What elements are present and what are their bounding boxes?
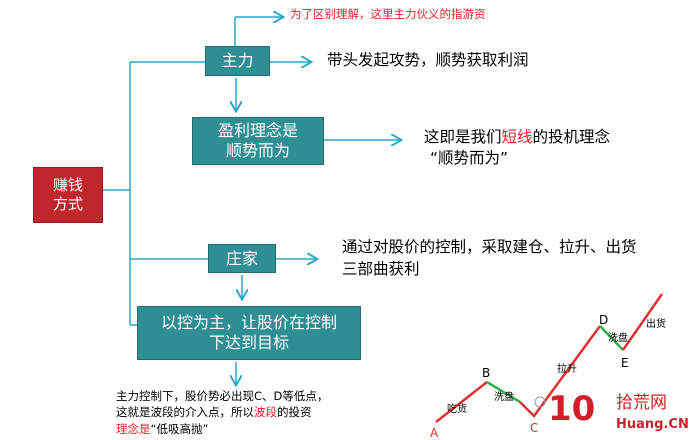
watermark: 10 拾荒网 Huang.CN [534,386,694,432]
bottom-note-line2-post: 的投资 [277,405,312,420]
profit-concept-line1: 盈利理念是 [217,121,298,140]
zhuli-description: 带头发起攻势，顺势获取利润 [327,51,529,69]
profit-description: 这即是我们短线的投机理念 “顺势而为” [424,127,610,169]
label-xipan-1: 洗盘 [494,390,514,403]
zhuangjia-desc-line2: 三部曲获利 [342,260,420,279]
profit-desc-pre: 这即是我们 [424,128,502,146]
bottom-note: 主力控制下，股价势必出现C、D等低点， 这就是波段的介入点，所以波段的投资 理念… [116,388,328,437]
root-node-earn-money: 赚钱 方式 [33,167,103,223]
bottom-note-line3-post: “低吸高抛” [150,421,209,436]
label-c: C [530,421,538,435]
node-control: 以控为主，让股价在控制 下达到目标 [137,306,361,360]
control-line2: 下达到目标 [208,333,289,352]
path-seg-d-e [599,325,624,351]
top-note: 为了区别理解，这里主力伙义的指游资 [290,7,486,21]
path-seg-a-b [435,381,488,423]
watermark-brand: 拾荒网 [616,393,667,413]
path-seg-e-up [621,293,664,351]
label-b: B [482,366,490,380]
bottom-note-line1: 主力控制下，股价势必出现C、D等低点， [116,389,329,403]
label-lasheng: 拉升 [557,362,577,375]
bottom-note-line2-highlight: 波段 [254,405,277,420]
path-seg-b-c [486,380,521,404]
node-zhuangjia: 庄家 [208,244,276,273]
label-chuhuo: 出货 [646,317,666,330]
node-profit-concept: 盈利理念是 顺势而为 [192,117,324,165]
root-node-line1: 赚钱 [52,176,83,195]
control-line1: 以控为主，让股价在控制 [160,313,337,332]
bottom-note-line3-highlight: 理念是 [116,421,151,436]
zhuangjia-desc-line1: 通过对股价的控制，采取建仓、拉升、出货 [342,238,637,256]
profit-desc-highlight: 短线 [501,128,533,146]
profit-concept-line2: 顺势而为 [225,141,290,160]
node-zhuli: 主力 [205,46,270,76]
profit-desc-line2: “顺势而为” [430,148,509,167]
label-a: A [430,426,439,440]
watermark-url: Huang.CN [616,417,689,432]
watermark-number: 10 [548,389,595,429]
label-xipan-2: 洗盘 [608,331,628,344]
root-node-line2: 方式 [52,195,83,213]
label-e: E [621,356,629,370]
label-d: D [599,313,608,327]
profit-desc-post: 的投机理念 [532,128,611,146]
zhuangjia-description: 通过对股价的控制，采取建仓、拉升、出货 三部曲获利 [342,236,637,281]
path-seg-c-d [519,325,602,418]
watermark-logo-icon: 10 拾荒网 Huang.CN [534,389,689,432]
label-chihuo: 吃货 [447,402,467,415]
bottom-note-line2-pre: 这就是波段的介入点，所以 [116,405,254,420]
